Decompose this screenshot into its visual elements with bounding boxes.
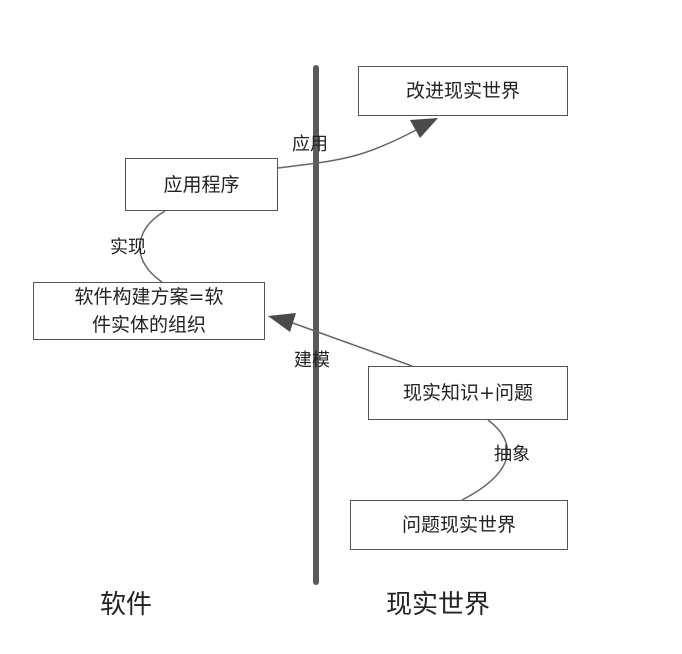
box-solution: 软件构建方案=软 件实体的组织 bbox=[33, 282, 265, 340]
edge-label-model: 建模 bbox=[294, 350, 330, 371]
edge-abstract bbox=[461, 419, 509, 501]
arrowhead-apply bbox=[410, 118, 438, 138]
box-application-text: 应用程序 bbox=[163, 173, 240, 196]
box-application: 应用程序 bbox=[125, 158, 278, 211]
edge-implement bbox=[139, 210, 166, 283]
box-problem-world-text: 问题现实世界 bbox=[401, 514, 516, 536]
edge-apply bbox=[277, 127, 421, 169]
arrowhead-model bbox=[268, 313, 296, 332]
box-knowledge: 现实知识+问题 bbox=[368, 366, 568, 420]
edge-label-apply: 应用 bbox=[292, 134, 328, 155]
box-solution-line1: 软件构建方案=软 bbox=[74, 286, 224, 308]
side-label-real-world: 现实世界 bbox=[386, 590, 491, 620]
side-label-software: 软件 bbox=[100, 590, 153, 620]
edge-label-abstract: 抽象 bbox=[494, 444, 530, 465]
edge-model bbox=[289, 321, 413, 367]
edge-label-implement: 实现 bbox=[110, 237, 146, 258]
box-problem-world: 问题现实世界 bbox=[350, 500, 568, 550]
box-solution-line2: 件实体的组织 bbox=[91, 314, 206, 336]
box-knowledge-text: 现实知识+问题 bbox=[403, 382, 533, 404]
box-improve-world: 改进现实世界 bbox=[358, 66, 568, 116]
box-improve-world-text: 改进现实世界 bbox=[405, 80, 520, 102]
